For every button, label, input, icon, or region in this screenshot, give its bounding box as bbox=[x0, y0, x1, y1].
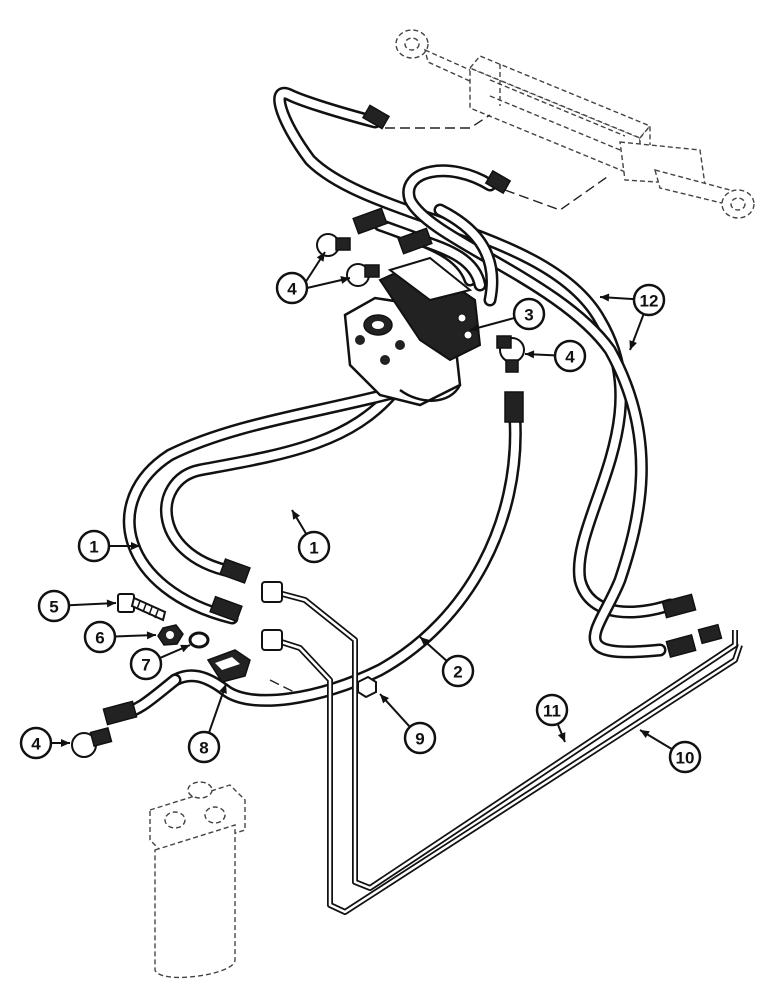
callout-c1a: 1 bbox=[77, 529, 140, 563]
nut bbox=[357, 675, 377, 699]
lock-nut bbox=[157, 624, 184, 646]
callout-circle bbox=[297, 530, 331, 564]
callout-number: 12 bbox=[640, 292, 659, 311]
pipe-10 bbox=[274, 637, 743, 915]
callout-circle bbox=[77, 529, 111, 563]
pipe-fittings bbox=[261, 581, 283, 651]
callout-c1b: 1 bbox=[291, 509, 331, 564]
callout-c6: 6 bbox=[83, 620, 157, 654]
leader-arrow bbox=[470, 323, 480, 332]
leader-arrow bbox=[340, 276, 350, 284]
elbow-fitting-top bbox=[316, 233, 351, 257]
pipe-11 bbox=[274, 589, 738, 891]
elbow-fitting-mid bbox=[346, 263, 380, 287]
callout-number: 1 bbox=[89, 538, 98, 557]
callout-circle bbox=[553, 339, 587, 373]
callout-circle bbox=[535, 693, 569, 727]
steering-unit bbox=[343, 256, 482, 407]
elbow-fitting-bottom bbox=[71, 726, 113, 758]
callout-number: 6 bbox=[95, 629, 104, 648]
callout-number: 10 bbox=[676, 749, 695, 768]
callout-circle bbox=[632, 283, 666, 317]
callout-number: 2 bbox=[453, 663, 462, 682]
hose-12 bbox=[273, 86, 677, 659]
callout-number: 4 bbox=[31, 735, 41, 754]
callout-c10: 10 bbox=[639, 729, 702, 774]
hydraulic-filter bbox=[149, 781, 246, 979]
clamp bbox=[206, 649, 251, 683]
callout-c7: 7 bbox=[129, 644, 191, 681]
callout-number: 8 bbox=[199, 739, 208, 758]
callout-c5: 5 bbox=[37, 589, 117, 623]
hose-upper-set bbox=[373, 203, 499, 307]
callout-c3: 3 bbox=[469, 297, 546, 332]
callout-c2: 2 bbox=[419, 636, 475, 688]
callout-circle bbox=[19, 726, 53, 760]
leader-arrow bbox=[219, 684, 227, 694]
callout-number: 5 bbox=[49, 598, 58, 617]
callout-c4a: 4 bbox=[275, 251, 326, 305]
callout-c4b: 4 bbox=[306, 276, 351, 289]
bolt bbox=[117, 593, 167, 622]
hose-fittings bbox=[102, 104, 723, 726]
leader-arrow bbox=[106, 599, 116, 608]
callout-circle bbox=[512, 297, 546, 331]
callout-number: 11 bbox=[543, 702, 561, 721]
callout-c9: 9 bbox=[379, 693, 437, 755]
callout-number: 4 bbox=[565, 348, 575, 367]
callout-number: 4 bbox=[287, 280, 297, 299]
callout-c8: 8 bbox=[187, 683, 227, 764]
callout-number: 9 bbox=[415, 730, 424, 749]
steering-cylinder bbox=[395, 29, 755, 219]
elbow-fitting-right bbox=[496, 335, 525, 373]
callout-circle bbox=[187, 730, 221, 764]
leader-arrow bbox=[180, 644, 190, 653]
washer bbox=[188, 631, 210, 649]
callout-number: 3 bbox=[524, 306, 533, 325]
leader-arrow bbox=[557, 732, 566, 742]
leader-arrow bbox=[629, 340, 637, 350]
callout-circle bbox=[129, 647, 163, 681]
leader-arrow bbox=[640, 730, 650, 739]
leader-arrow bbox=[420, 637, 430, 646]
leader-arrow bbox=[292, 510, 301, 520]
leader-arrow bbox=[146, 631, 156, 640]
callout-circle bbox=[668, 740, 702, 774]
leader-arrow bbox=[380, 694, 390, 704]
leader-arrow bbox=[131, 542, 140, 550]
callout-circle bbox=[37, 589, 71, 623]
hose-1 bbox=[122, 378, 427, 625]
leader-arrow bbox=[525, 350, 535, 359]
callout-circle bbox=[403, 721, 437, 755]
leader-arrow bbox=[600, 293, 610, 302]
callout-number: 7 bbox=[141, 656, 150, 675]
callout-c4-bottom: 4 bbox=[19, 726, 70, 760]
callout-c12: 12 bbox=[599, 283, 666, 351]
callout-number: 1 bbox=[309, 539, 318, 558]
callout-c11: 11 bbox=[535, 693, 569, 743]
leader-arrow bbox=[316, 252, 325, 262]
callout-circle bbox=[83, 620, 117, 654]
callout-circle bbox=[441, 654, 475, 688]
callout-c4c: 4 bbox=[524, 339, 587, 373]
leader-arrow bbox=[61, 739, 70, 747]
